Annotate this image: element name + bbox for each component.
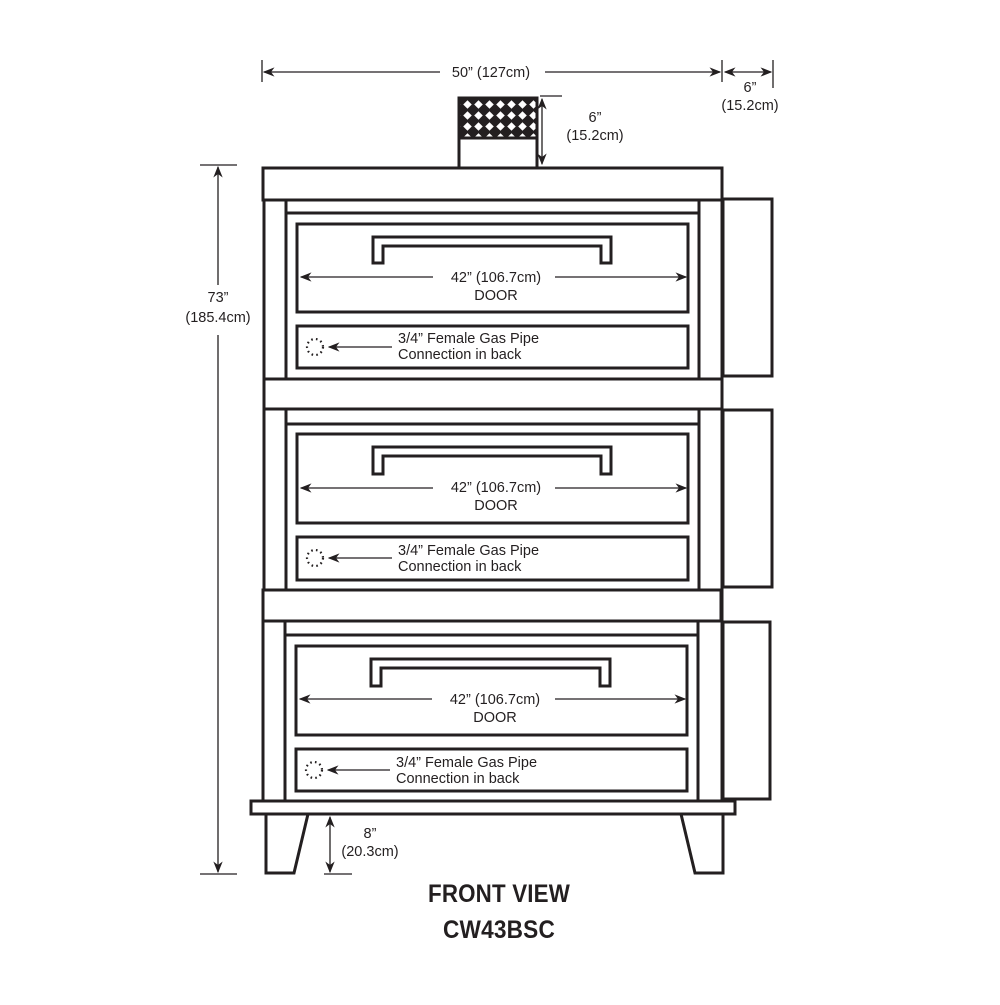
door-handle[interactable] [371, 445, 613, 476]
gas-connection-icon [305, 548, 325, 568]
gas-connection-icon [305, 337, 325, 357]
door-panel[interactable] [295, 432, 690, 525]
control-panel [294, 747, 689, 793]
overall-width-label: 50” (127cm) [452, 65, 530, 81]
overall-height-dimension: 73” (185.4cm) [185, 164, 251, 875]
side-depth-cm-label: (15.2cm) [721, 98, 778, 114]
leg-left [264, 813, 310, 875]
gas-pipe-line1: 3/4” Female Gas Pipe [398, 543, 539, 559]
side-depth-dimension: 6” (15.2cm) [721, 67, 779, 114]
door-width-label: 42” (106.7cm) [451, 480, 541, 496]
flue-height-cm-label: (15.2cm) [566, 128, 623, 144]
door-handle[interactable] [371, 235, 613, 265]
oven-deck-3: 42” (106.7cm) DOOR 3/4” Female Gas Pipe … [261, 619, 724, 803]
door-handle[interactable] [369, 657, 612, 688]
control-panel [295, 535, 690, 582]
side-box-lower [721, 620, 772, 801]
gas-connection-icon [304, 760, 324, 780]
oven-deck-1: 42” (106.7cm) DOOR 3/4” Female Gas Pipe … [262, 198, 724, 381]
door-panel[interactable] [295, 222, 690, 314]
flue-height-in-label: 6” [589, 110, 602, 126]
gas-pipe-line1: 3/4” Female Gas Pipe [398, 331, 539, 347]
control-panel [295, 324, 690, 370]
side-box-upper [721, 197, 774, 378]
door-label: DOOR [474, 288, 518, 304]
gas-pipe-line2: Connection in back [398, 347, 522, 363]
model-number: CW43BSC [443, 916, 555, 944]
gas-pipe-line2: Connection in back [396, 771, 520, 787]
door-panel[interactable] [294, 644, 689, 737]
door-label: DOOR [474, 498, 518, 514]
side-box-middle [721, 408, 774, 589]
side-depth-in-label: 6” [744, 80, 757, 96]
leg-height-cm-label: (20.3cm) [341, 844, 398, 860]
flue-vent: 6” (15.2cm) [457, 95, 624, 170]
overall-width-dimension: 50” (127cm) [261, 60, 774, 88]
leg-right [679, 813, 725, 875]
door-width-label: 42” (106.7cm) [451, 270, 541, 286]
oven-deck-2: 42” (106.7cm) DOOR 3/4” Female Gas Pipe … [262, 407, 724, 592]
diagram-title: FRONT VIEW [428, 880, 570, 908]
overall-height-in-label: 73” [208, 290, 229, 306]
overall-height-cm-label: (185.4cm) [185, 310, 250, 326]
door-width-label: 42” (106.7cm) [450, 692, 540, 708]
door-label: DOOR [473, 710, 517, 726]
gas-pipe-line2: Connection in back [398, 559, 522, 575]
gas-pipe-line1: 3/4” Female Gas Pipe [396, 755, 537, 771]
leg-height-dimension: 8” (20.3cm) [324, 815, 399, 875]
leg-height-in-label: 8” [364, 826, 377, 842]
